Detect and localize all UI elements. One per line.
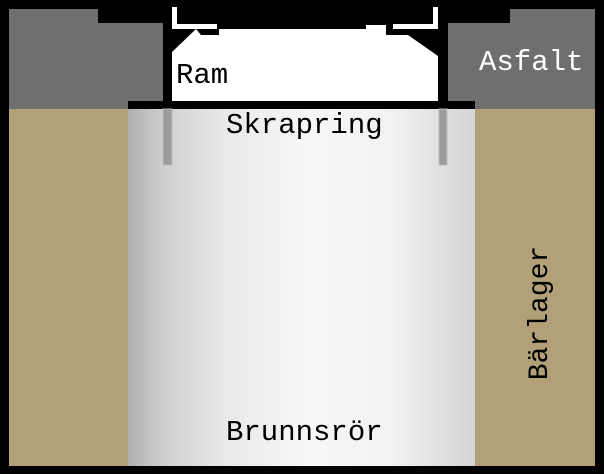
scraper-ring-prong-left <box>162 108 173 166</box>
frame-label: Ram <box>176 59 229 92</box>
asphalt-label: Asfalt <box>479 46 584 79</box>
well-pipe-label: Brunnsrör <box>226 416 383 449</box>
scraper-ring-label: Skrapring <box>226 109 383 142</box>
asphalt-layer-left-outer <box>9 9 98 109</box>
asphalt-layer-right-outer <box>510 9 595 109</box>
base-layer-left <box>9 109 128 466</box>
lid-seam-right-vertical <box>433 7 438 24</box>
base-layer-right <box>475 109 595 466</box>
base-layer-label: Bärlager <box>525 245 556 381</box>
asphalt-layer-right-inner <box>448 23 510 109</box>
frame-interior <box>172 25 438 101</box>
well-pipe <box>128 109 475 466</box>
lid-seam-left-vertical <box>172 7 177 24</box>
asphalt-layer-left-inner <box>98 23 163 109</box>
lid-seam-right-horizontal <box>393 24 438 29</box>
scraper-ring-prong-right <box>438 108 448 166</box>
lid-seam-left-horizontal <box>172 24 217 29</box>
scraper-ring-bar <box>128 101 475 109</box>
